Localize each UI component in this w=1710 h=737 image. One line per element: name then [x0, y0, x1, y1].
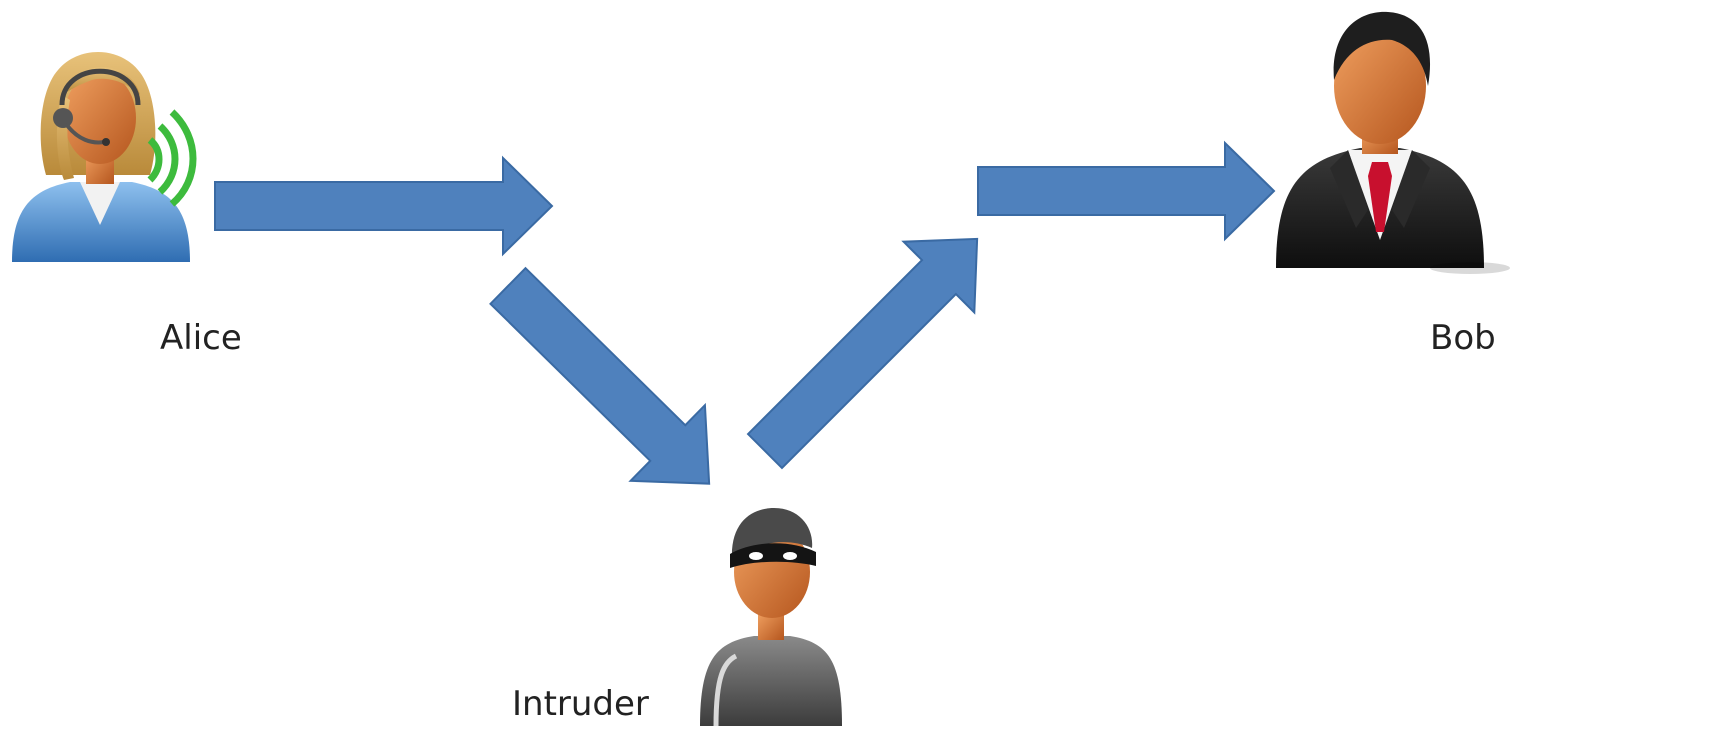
bob-label: Bob: [1430, 318, 1496, 358]
masked-thief-icon: [700, 508, 842, 727]
intruder-label: Intruder: [512, 684, 649, 724]
businessman-icon: [1276, 11, 1510, 274]
arrow-intruder-to-bob: [746, 237, 979, 470]
alice-label: Alice: [160, 318, 242, 358]
woman-with-headset-icon: [12, 52, 197, 262]
arrow-alice-to-intruder: [489, 266, 711, 485]
arrow-alice-to-bob-right: [977, 140, 1276, 242]
arrow-alice-to-bob-left: [214, 155, 554, 257]
